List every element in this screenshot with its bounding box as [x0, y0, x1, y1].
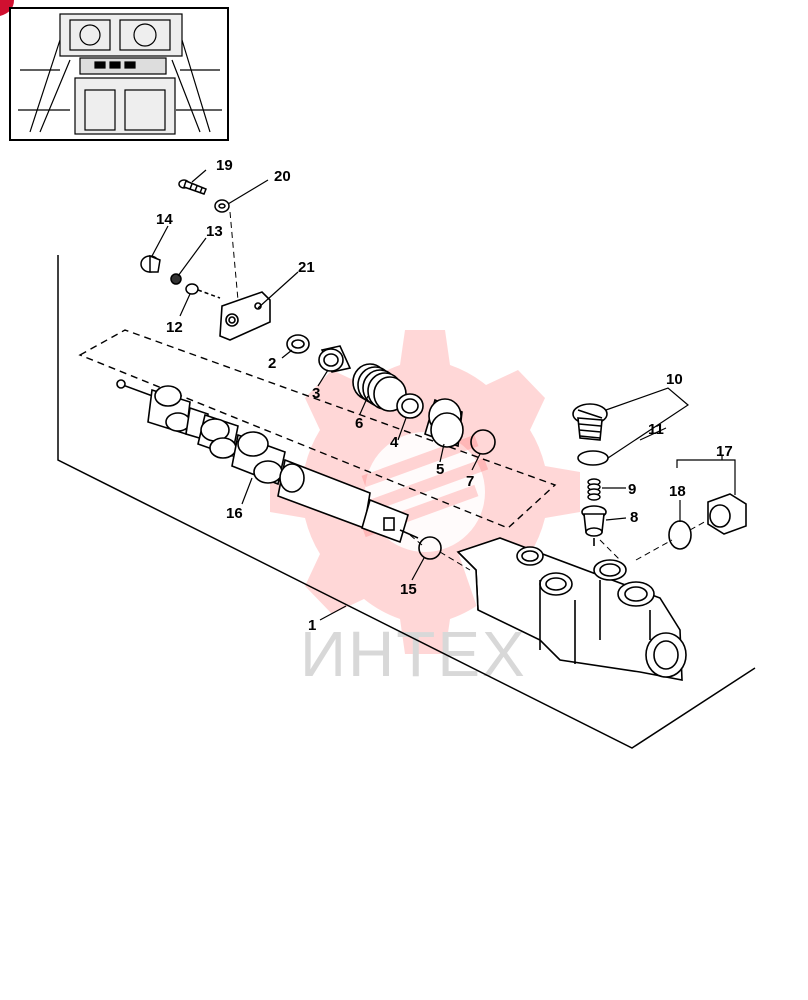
washer-part-20 — [214, 199, 230, 213]
bolt-part-19 — [178, 179, 207, 195]
poppet-part-8 — [581, 505, 607, 546]
callout-7: 7 — [466, 473, 474, 490]
seal-part-4 — [396, 393, 424, 419]
callout-16: 16 — [226, 505, 243, 522]
oring-part-18 — [668, 520, 692, 550]
callout-1: 1 — [308, 617, 316, 634]
location-inset — [9, 7, 229, 141]
oring-part-7 — [470, 429, 496, 455]
callout-6: 6 — [355, 415, 363, 432]
bolt-centerline — [229, 211, 239, 301]
callout-8: 8 — [630, 509, 638, 526]
spring-part-6 — [352, 363, 407, 412]
exploded-view-dashed-box — [78, 329, 557, 529]
bushing-part-3 — [318, 345, 352, 373]
sleeve-part-5 — [424, 398, 464, 448]
callout-12: 12 — [166, 319, 183, 336]
plug-part-10 — [572, 403, 608, 441]
callout-13: 13 — [206, 223, 223, 240]
callout-17: 17 — [716, 443, 733, 460]
callout-18: 18 — [669, 483, 686, 500]
plate-part-21 — [219, 291, 271, 341]
leader-lines — [151, 169, 736, 621]
spring-part-9 — [587, 478, 601, 501]
ball-part-12 — [185, 283, 221, 299]
assembly-bracket-line — [57, 255, 756, 749]
oring-part-11 — [577, 450, 609, 466]
callout-2: 2 — [268, 355, 276, 372]
callout-19: 19 — [216, 157, 233, 174]
seal-part-2 — [286, 334, 310, 354]
callout-21: 21 — [298, 259, 315, 276]
cap-part-14 — [140, 254, 161, 273]
callout-20: 20 — [274, 168, 291, 185]
valve-body — [456, 537, 687, 681]
corner-marker — [0, 0, 14, 16]
callout-5: 5 — [436, 461, 444, 478]
assembly-dashed-lines — [409, 519, 709, 571]
callout-10: 10 — [666, 371, 683, 388]
callout-15: 15 — [400, 581, 417, 598]
callout-14: 14 — [156, 211, 173, 228]
plug-part-17 — [707, 493, 747, 535]
callout-11: 11 — [648, 421, 664, 438]
spring-part-13 — [170, 273, 182, 285]
oring-part-15 — [418, 536, 442, 560]
callout-9: 9 — [628, 481, 636, 498]
callout-3: 3 — [312, 385, 320, 402]
callout-4: 4 — [390, 434, 399, 451]
watermark-text: ИНТЕХ — [300, 618, 527, 690]
spool-part-16 — [116, 379, 419, 544]
